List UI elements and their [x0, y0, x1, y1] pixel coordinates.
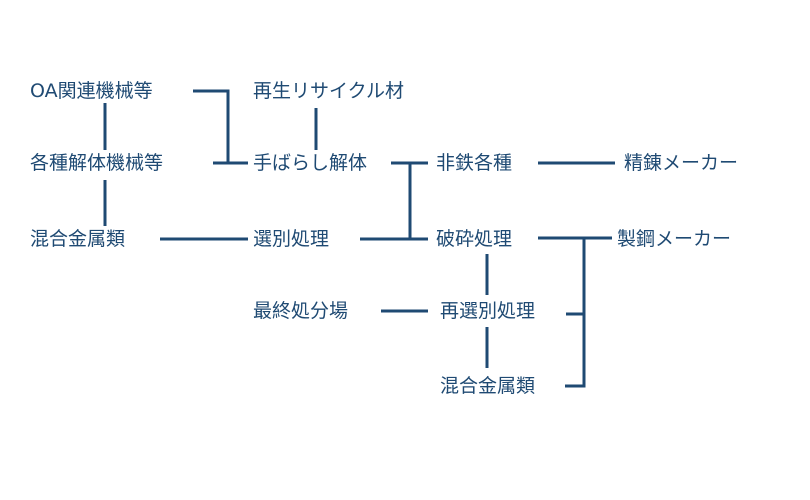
- node-sorting: 選別処理: [253, 228, 330, 250]
- edge-oa-to-manual-dismantling: [193, 89, 230, 163]
- node-final-disposal: 最終処分場: [253, 300, 349, 322]
- node-various-dismantling-machines: 各種解体機械等: [30, 152, 164, 174]
- node-oa-machines: OA関連機械等: [30, 80, 153, 102]
- node-resorting: 再選別処理: [440, 300, 536, 322]
- node-recycled-material: 再生リサイクル材: [253, 80, 405, 102]
- node-mixed-metals-2: 混合金属類: [440, 375, 536, 397]
- node-refining-maker: 精錬メーカー: [624, 152, 739, 174]
- edge-steel-maker-trunk: [565, 238, 586, 388]
- node-steel-maker: 製鋼メーカー: [617, 228, 732, 250]
- node-manual-dismantling: 手ばらし解体: [253, 152, 368, 174]
- node-crushing: 破砕処理: [436, 228, 513, 250]
- node-mixed-metals-1: 混合金属類: [30, 228, 126, 250]
- node-nonferrous: 非鉄各種: [436, 152, 513, 174]
